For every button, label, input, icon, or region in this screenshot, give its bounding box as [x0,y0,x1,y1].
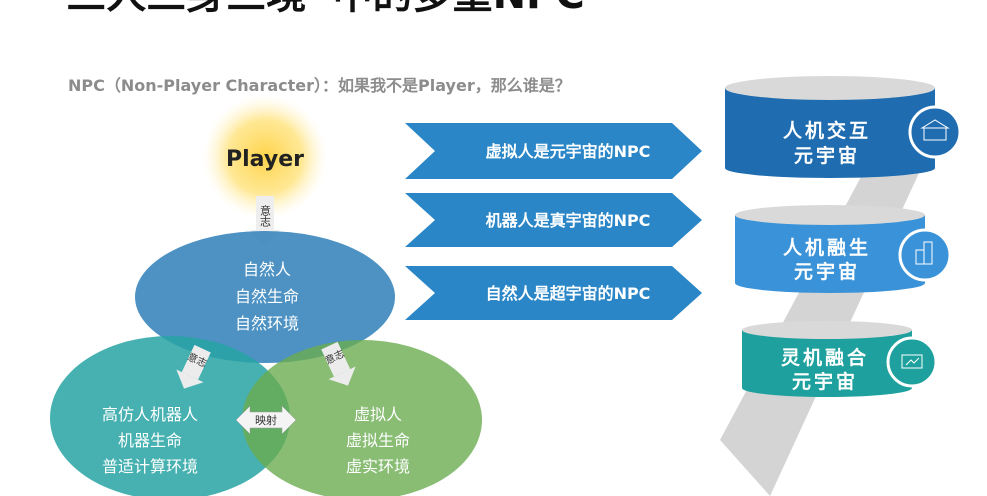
natural-circle [135,231,395,363]
cylinder-2: 人机融生 元宇宙 [735,205,952,293]
natural-text: 自然生命 [235,287,299,306]
svg-text:元宇宙: 元宇宙 [792,370,858,393]
svg-text:灵机融合: 灵机融合 [781,346,869,369]
player-glow [203,95,327,219]
robot-text: 普适计算环境 [102,457,198,476]
svg-text:意志: 意志 [259,204,272,227]
npc-arrow-label: 自然人是超宇宙的NPC [486,284,651,303]
npc-arrow [405,266,702,320]
npc-arrow [405,193,702,247]
svg-text:元宇宙: 元宇宙 [794,260,860,283]
svg-text:人机融生: 人机融生 [783,236,871,259]
will-arrow-right: 意志 [321,341,356,386]
player-label: Player [226,147,304,172]
chart-screen-icon [886,336,938,388]
npc-arrow [405,123,702,179]
cylinder-1: 人机交互 元宇宙 [725,76,962,178]
svg-text:元宇宙: 元宇宙 [794,144,860,167]
natural-text: 自然人 [243,260,291,279]
city-icon [898,228,952,282]
robot-text: 高仿人机器人 [102,405,198,424]
svg-text:映射: 映射 [255,413,277,427]
virtual-text: 虚实环境 [346,457,410,476]
npc-arrow-label: 机器人是真宇宙的NPC [486,211,651,230]
virtual-text: 虚拟生命 [346,431,410,450]
npc-arrow-label: 虚拟人是元宇宙的NPC [486,142,651,161]
virtual-circle [242,340,482,496]
robot-circle [50,336,290,496]
cylinder-3: 灵机融合 元宇宙 [742,321,938,397]
building-icon [908,105,962,159]
mapping-arrow: 映射 [235,405,297,435]
slide-title: “三人三身三境”中的多重NPC [40,0,585,18]
natural-text: 自然环境 [235,314,299,333]
virtual-text: 虚拟人 [354,405,402,424]
robot-text: 机器生命 [118,431,182,450]
npc-arrows [405,123,702,320]
will-arrow-left: 意志 [176,344,211,389]
subtitle: NPC（Non-Player Character）：如果我不是Player，那么… [68,76,571,95]
svg-text:人机交互: 人机交互 [783,119,871,142]
